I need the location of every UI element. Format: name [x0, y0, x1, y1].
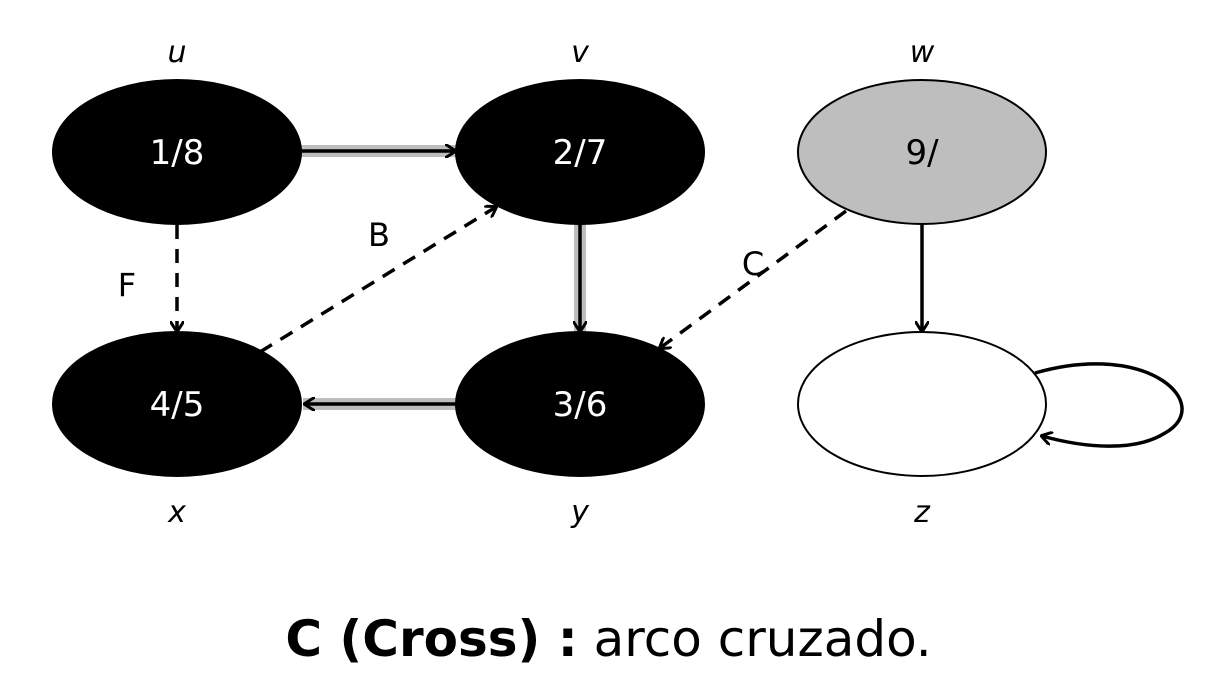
node-w: 9/ w [797, 35, 1047, 225]
node-x-name: x [167, 495, 186, 530]
node-u: 1/8 u [52, 35, 302, 225]
node-z: z [797, 331, 1047, 530]
edges [177, 151, 1184, 448]
edge-label-cross: C [742, 245, 764, 283]
caption-definition: arco cruzado. [577, 610, 932, 668]
node-v-name: v [571, 35, 590, 70]
node-x-value: 4/5 [150, 385, 205, 425]
node-y-value: 3/6 [553, 385, 608, 425]
edge-labels: F B C [118, 216, 764, 304]
node-y-name: y [570, 495, 590, 530]
node-w-value: 9/ [905, 133, 939, 173]
node-z-shape [797, 331, 1047, 477]
node-v-shape [455, 79, 705, 225]
node-w-name: w [910, 35, 935, 70]
node-v: 2/7 v [455, 35, 705, 225]
node-x-shape [52, 331, 302, 477]
node-y-shape [455, 331, 705, 477]
node-v-value: 2/7 [553, 133, 608, 173]
edge-label-forward: F [118, 266, 136, 304]
node-y: 3/6 y [455, 331, 705, 530]
edge-label-back: B [368, 216, 390, 254]
caption-term: C (Cross) : [285, 610, 578, 668]
node-u-shape [52, 79, 302, 225]
node-u-value: 1/8 [150, 133, 205, 173]
node-u-name: u [167, 35, 186, 70]
node-w-shape [797, 79, 1047, 225]
node-z-name: z [913, 495, 931, 530]
edge-z-self-loop [1034, 362, 1184, 448]
node-x: 4/5 x [52, 331, 302, 530]
caption: C (Cross) : arco cruzado. [0, 604, 1217, 674]
edge-w-y-cross [660, 209, 848, 348]
